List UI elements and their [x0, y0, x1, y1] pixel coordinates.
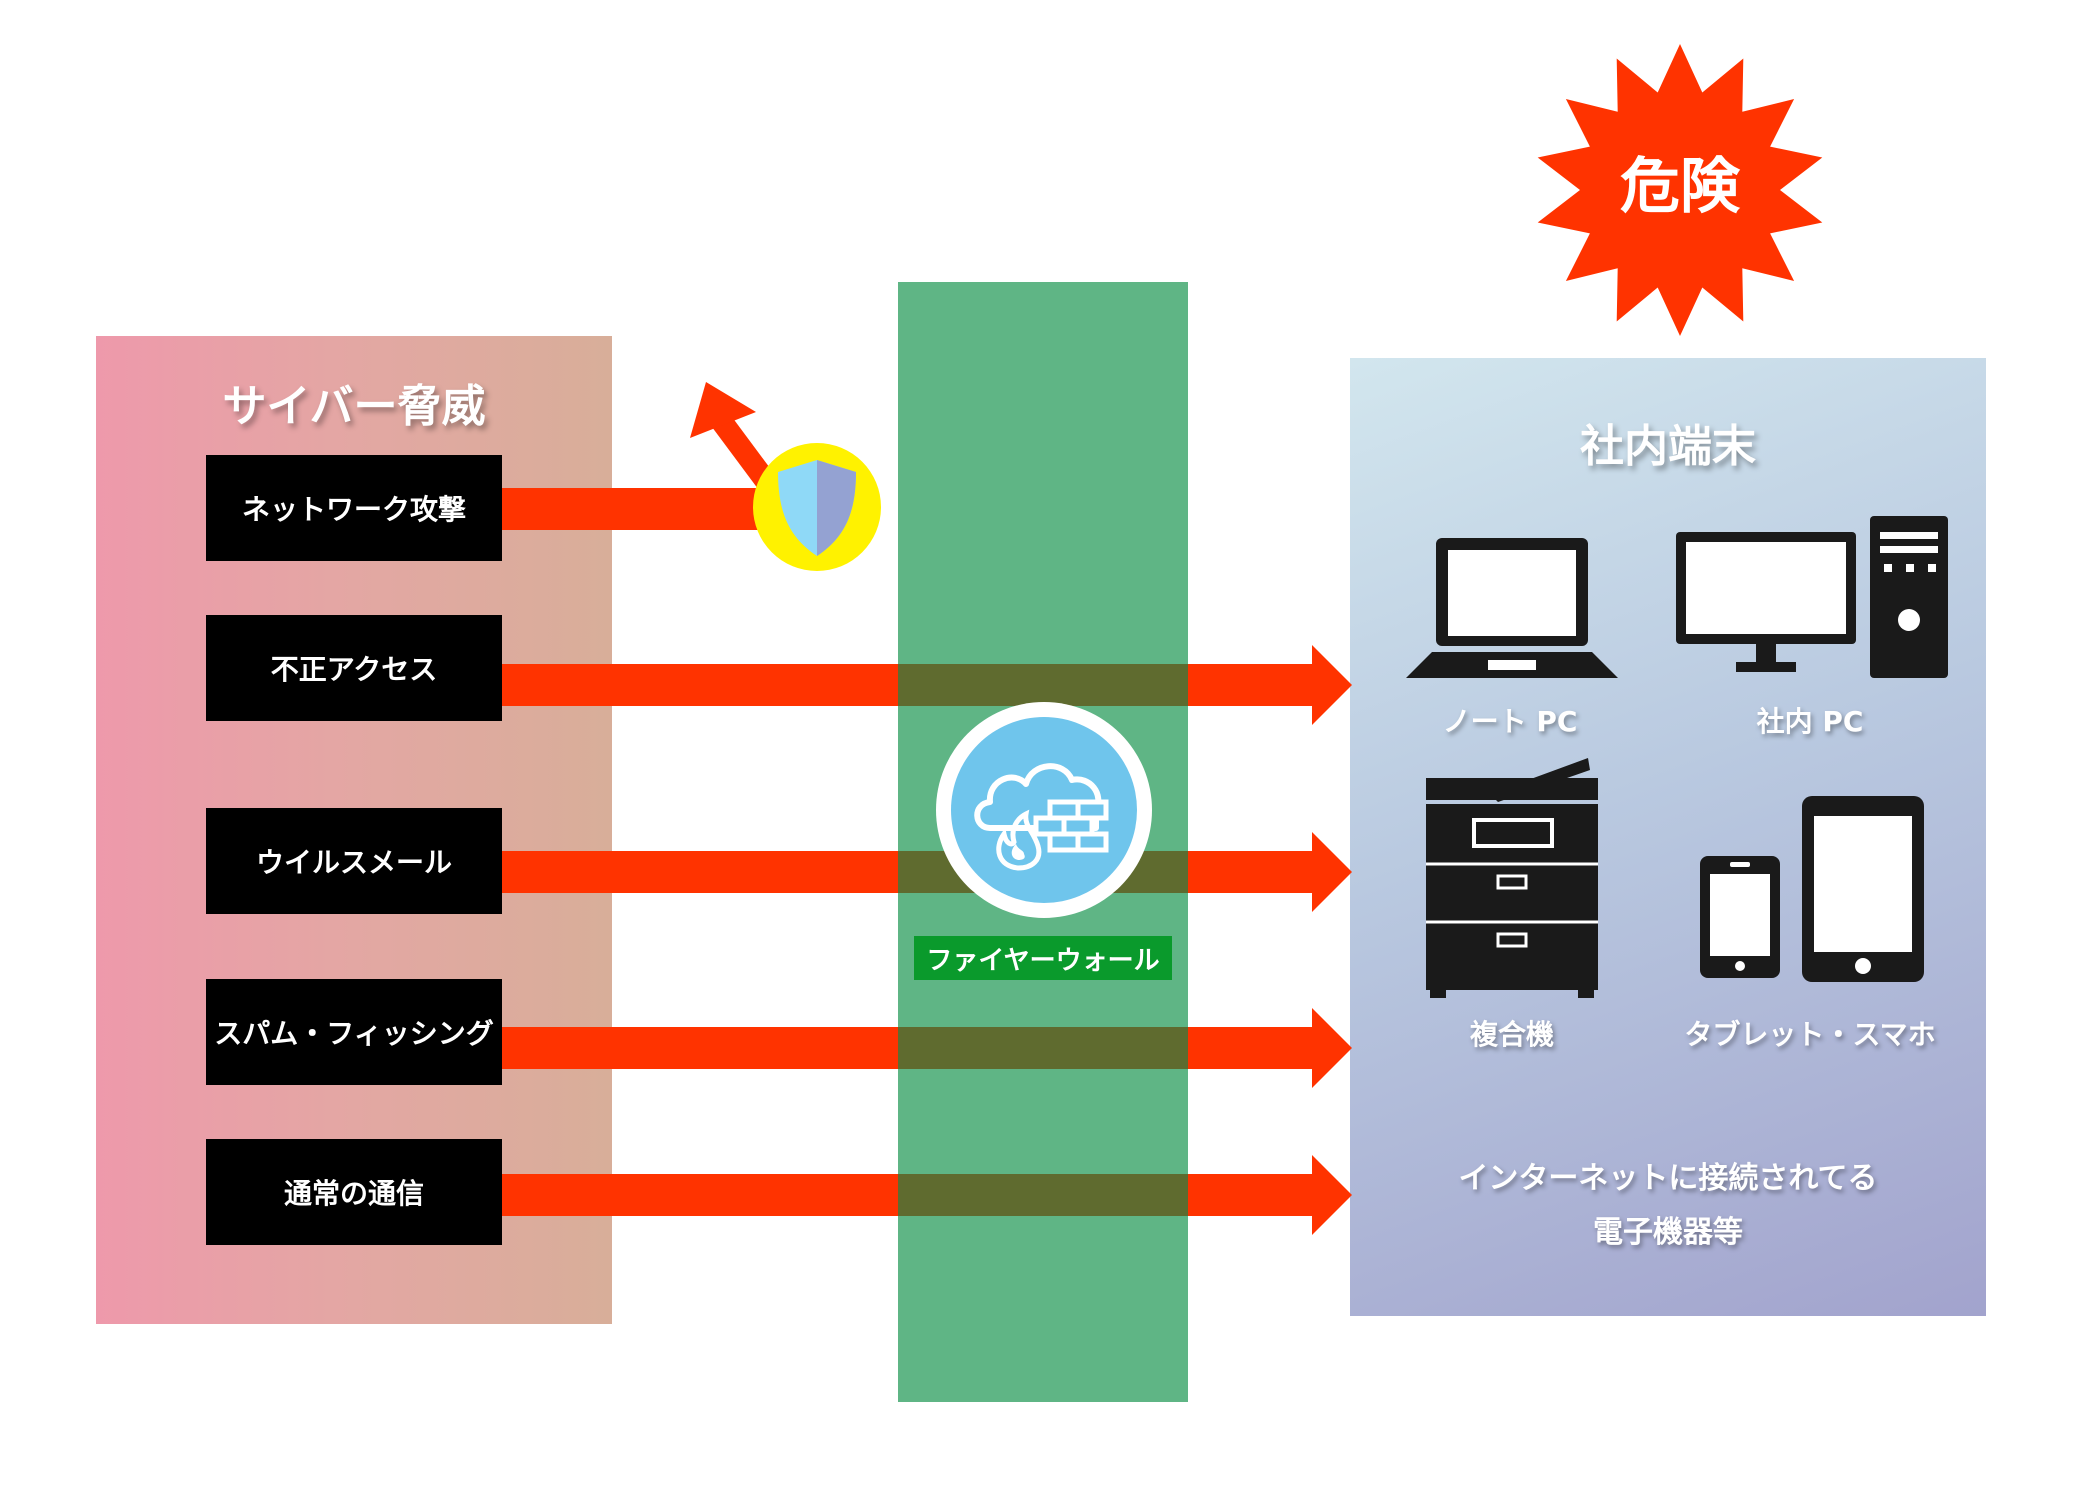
threat-box-network-attack: ネットワーク攻撃: [206, 455, 502, 561]
threat-box-normal-traffic: 通常の通信: [206, 1139, 502, 1245]
shield-icon: [753, 443, 881, 571]
devices-note-line2: 電子機器等: [1593, 1215, 1743, 1250]
threat-box-virus-mail: ウイルスメール: [206, 808, 502, 914]
arrow-head: [1312, 645, 1352, 725]
tablet-smartphone-icon: [1700, 796, 1924, 982]
devices-title: 社内端末: [1580, 421, 1756, 472]
firewall-overlap: [898, 1027, 1188, 1069]
arrow-head: [1312, 832, 1352, 912]
desktop-pc-icon: [1676, 516, 1948, 678]
threat-label: 通常の通信: [283, 1177, 424, 1210]
threat-box-unauthorized-access: 不正アクセス: [206, 615, 502, 721]
threats-title: サイバー脅威: [222, 381, 486, 432]
firewall-overlap: [898, 1174, 1188, 1216]
threat-box-spam-phishing: スパム・フィッシング: [206, 979, 502, 1085]
threat-label: ウイルスメール: [255, 846, 452, 879]
device-label-desktop: 社内 PC: [1756, 705, 1864, 738]
danger-starburst: [1537, 44, 1823, 336]
device-label-laptop: ノート PC: [1442, 705, 1578, 738]
multifunction-printer-icon: [1426, 758, 1598, 998]
device-label-mobile: タブレット・スマホ: [1684, 1018, 1936, 1051]
laptop-icon: [1406, 538, 1618, 678]
arrow-head: [1312, 1008, 1352, 1088]
firewall-label: ファイヤーウォール: [914, 936, 1172, 980]
threat-label: 不正アクセス: [270, 653, 438, 686]
danger-label: 危険: [1620, 152, 1740, 222]
devices-note-line1: インターネットに接続されてる: [1458, 1161, 1878, 1196]
arrow-head: [1312, 1155, 1352, 1235]
firewall-overlap: [898, 664, 1188, 706]
cloud-firewall-icon: [936, 702, 1152, 918]
threat-label: ネットワーク攻撃: [241, 493, 466, 526]
threat-label: スパム・フィッシング: [214, 1017, 494, 1050]
devices-note: インターネットに接続されてる 電子機器等: [1350, 1152, 1986, 1260]
blocked-arrow-bar: [502, 488, 802, 530]
device-label-mfp: 複合機: [1469, 1018, 1554, 1051]
